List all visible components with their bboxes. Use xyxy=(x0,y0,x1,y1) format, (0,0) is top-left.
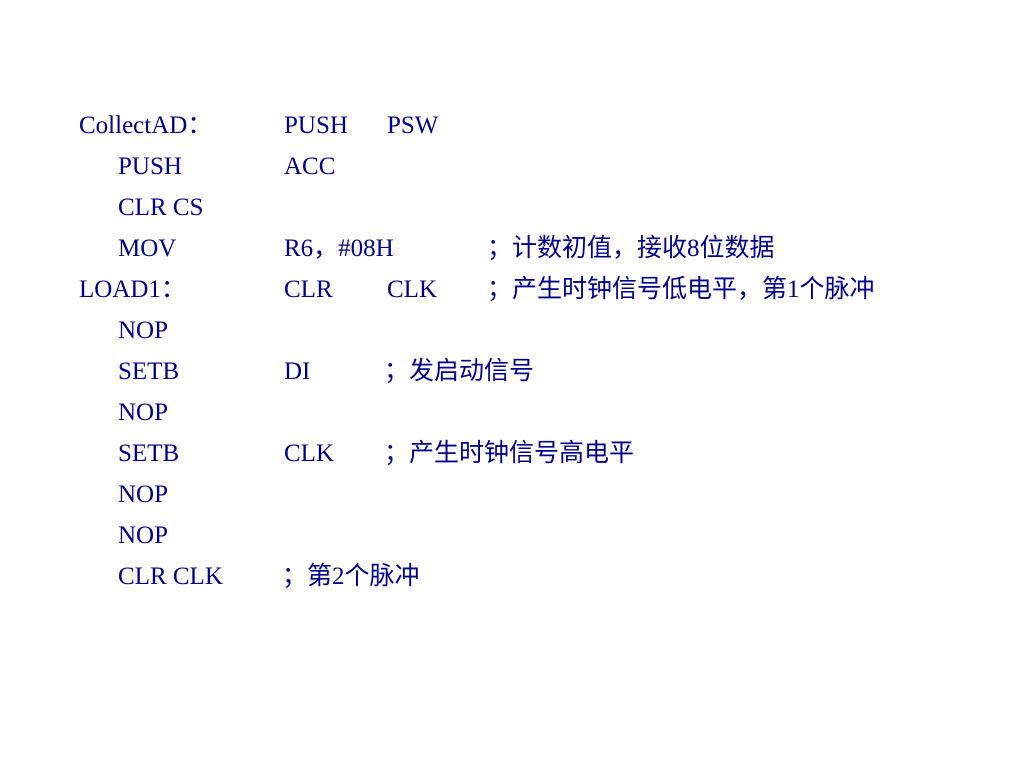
code-line: CLR CLK ；第2个脉冲 xyxy=(0,556,1024,597)
code-line: NOP xyxy=(0,474,1024,515)
code-line: CollectAD： PUSH PSW xyxy=(0,105,1024,146)
code-op: CLR xyxy=(284,276,333,303)
code-arg: CLK xyxy=(284,440,334,467)
code-op: PUSH xyxy=(118,153,182,180)
code-arg: PSW xyxy=(387,112,439,139)
code-op: NOP xyxy=(118,399,169,426)
code-arg: R6，#08H xyxy=(284,235,394,262)
code-op: NOP xyxy=(118,317,169,344)
code-line: MOV R6，#08H ；计数初值，接收8位数据 xyxy=(0,228,1024,269)
code-comment: ；产生时钟信号高电平 xyxy=(384,440,635,467)
code-op: NOP xyxy=(118,522,169,549)
code-comment: ；计数初值，接收8位数据 xyxy=(487,235,775,262)
code-comment: ；产生时钟信号低电平，第1个脉冲 xyxy=(487,276,875,303)
code-op: PUSH xyxy=(284,112,348,139)
code-label: LOAD1： xyxy=(79,276,186,303)
code-op: CLR CLK xyxy=(118,563,223,590)
code-arg: DI xyxy=(284,358,311,385)
code-line: CLR CS xyxy=(0,187,1024,228)
code-line: NOP xyxy=(0,392,1024,433)
code-line: PUSH ACC xyxy=(0,146,1024,187)
code-label: CollectAD： xyxy=(79,112,213,139)
code-line: NOP xyxy=(0,310,1024,351)
code-line: LOAD1： CLR CLK ；产生时钟信号低电平，第1个脉冲 xyxy=(0,269,1024,310)
code-op: MOV xyxy=(118,235,177,262)
code-op: CLR CS xyxy=(118,194,204,221)
code-comment: ；第2个脉冲 xyxy=(282,563,420,590)
code-line: NOP xyxy=(0,515,1024,556)
code-op: NOP xyxy=(118,481,169,508)
code-comment: ；发启动信号 xyxy=(384,358,535,385)
code-arg: ACC xyxy=(284,153,336,180)
code-op: SETB xyxy=(118,358,180,385)
code-op: SETB xyxy=(118,440,180,467)
assembly-code-block: CollectAD： PUSH PSW PUSH ACC CLR CS MOV … xyxy=(0,105,1024,597)
code-line: SETB DI ；发启动信号 xyxy=(0,351,1024,392)
code-line: SETB CLK ；产生时钟信号高电平 xyxy=(0,433,1024,474)
code-arg: CLK xyxy=(387,276,437,303)
